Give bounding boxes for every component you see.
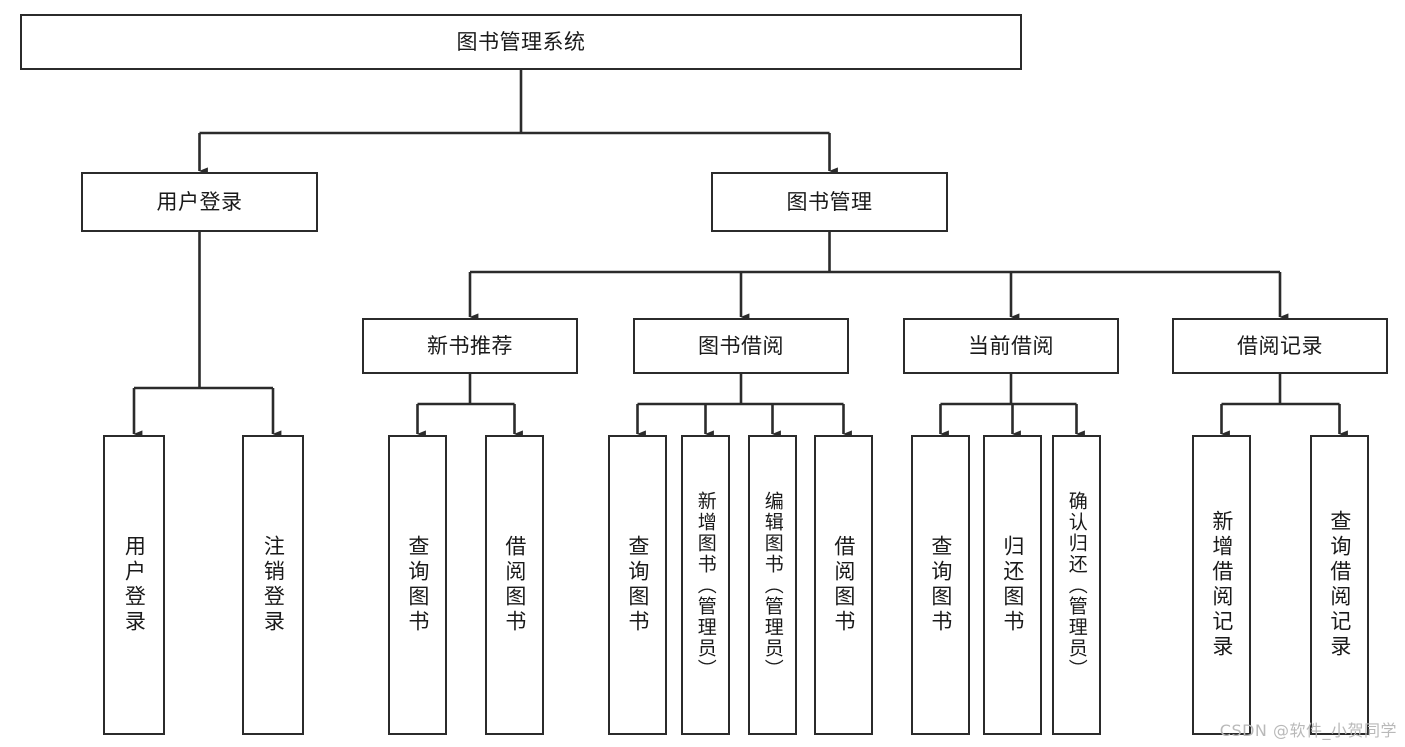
- node-label: 当前借阅: [968, 333, 1054, 358]
- node-cur_borrow[interactable]: 当前借阅: [903, 318, 1119, 374]
- node-root[interactable]: 图书管理系统: [20, 14, 1022, 70]
- node-label: 图书借阅: [698, 333, 784, 358]
- node-leaf_return[interactable]: 归还图书: [983, 435, 1042, 735]
- node-book_borrow[interactable]: 图书借阅: [633, 318, 849, 374]
- node-leaf_login[interactable]: 用户登录: [103, 435, 165, 735]
- node-leaf_edit_book[interactable]: 编辑图书（管理员）: [748, 435, 797, 735]
- node-label: 归还图书: [1000, 535, 1025, 635]
- node-book_manage[interactable]: 图书管理: [711, 172, 948, 232]
- node-leaf_q_book1[interactable]: 查询图书: [388, 435, 447, 735]
- node-label: 新书推荐: [427, 333, 513, 358]
- node-label: 注销登录: [261, 535, 286, 635]
- node-leaf_b_book2[interactable]: 借阅图书: [814, 435, 873, 735]
- node-label: 查询图书: [928, 535, 953, 635]
- node-label: 查询图书: [625, 535, 650, 635]
- node-label: 新增借阅记录: [1209, 510, 1234, 660]
- node-label: 图书管理系统: [456, 29, 586, 54]
- node-label: 图书管理: [786, 189, 873, 214]
- node-label: 借阅记录: [1237, 333, 1323, 358]
- node-leaf_add_rec[interactable]: 新增借阅记录: [1192, 435, 1251, 735]
- watermark-text: CSDN @软件_小贺同学: [1219, 721, 1397, 740]
- node-borrow_rec[interactable]: 借阅记录: [1172, 318, 1388, 374]
- node-leaf_add_book[interactable]: 新增图书（管理员）: [681, 435, 730, 735]
- node-leaf_logout[interactable]: 注销登录: [242, 435, 304, 735]
- node-label: 借阅图书: [831, 535, 856, 635]
- node-leaf_conf_ret[interactable]: 确认归还（管理员）: [1052, 435, 1101, 735]
- node-label: 确认归还（管理员）: [1065, 490, 1088, 680]
- node-label: 用户登录: [122, 535, 147, 635]
- node-label: 借阅图书: [502, 535, 527, 635]
- node-leaf_b_book1[interactable]: 借阅图书: [485, 435, 544, 735]
- node-label: 编辑图书（管理员）: [761, 490, 784, 680]
- node-label: 查询图书: [405, 535, 430, 635]
- node-label: 用户登录: [156, 189, 243, 214]
- node-label: 查询借阅记录: [1327, 510, 1352, 660]
- node-new_book_rec[interactable]: 新书推荐: [362, 318, 578, 374]
- node-leaf_q_book3[interactable]: 查询图书: [911, 435, 970, 735]
- node-leaf_q_rec[interactable]: 查询借阅记录: [1310, 435, 1369, 735]
- node-label: 新增图书（管理员）: [694, 490, 717, 680]
- node-leaf_q_book2[interactable]: 查询图书: [608, 435, 667, 735]
- node-user_login[interactable]: 用户登录: [81, 172, 318, 232]
